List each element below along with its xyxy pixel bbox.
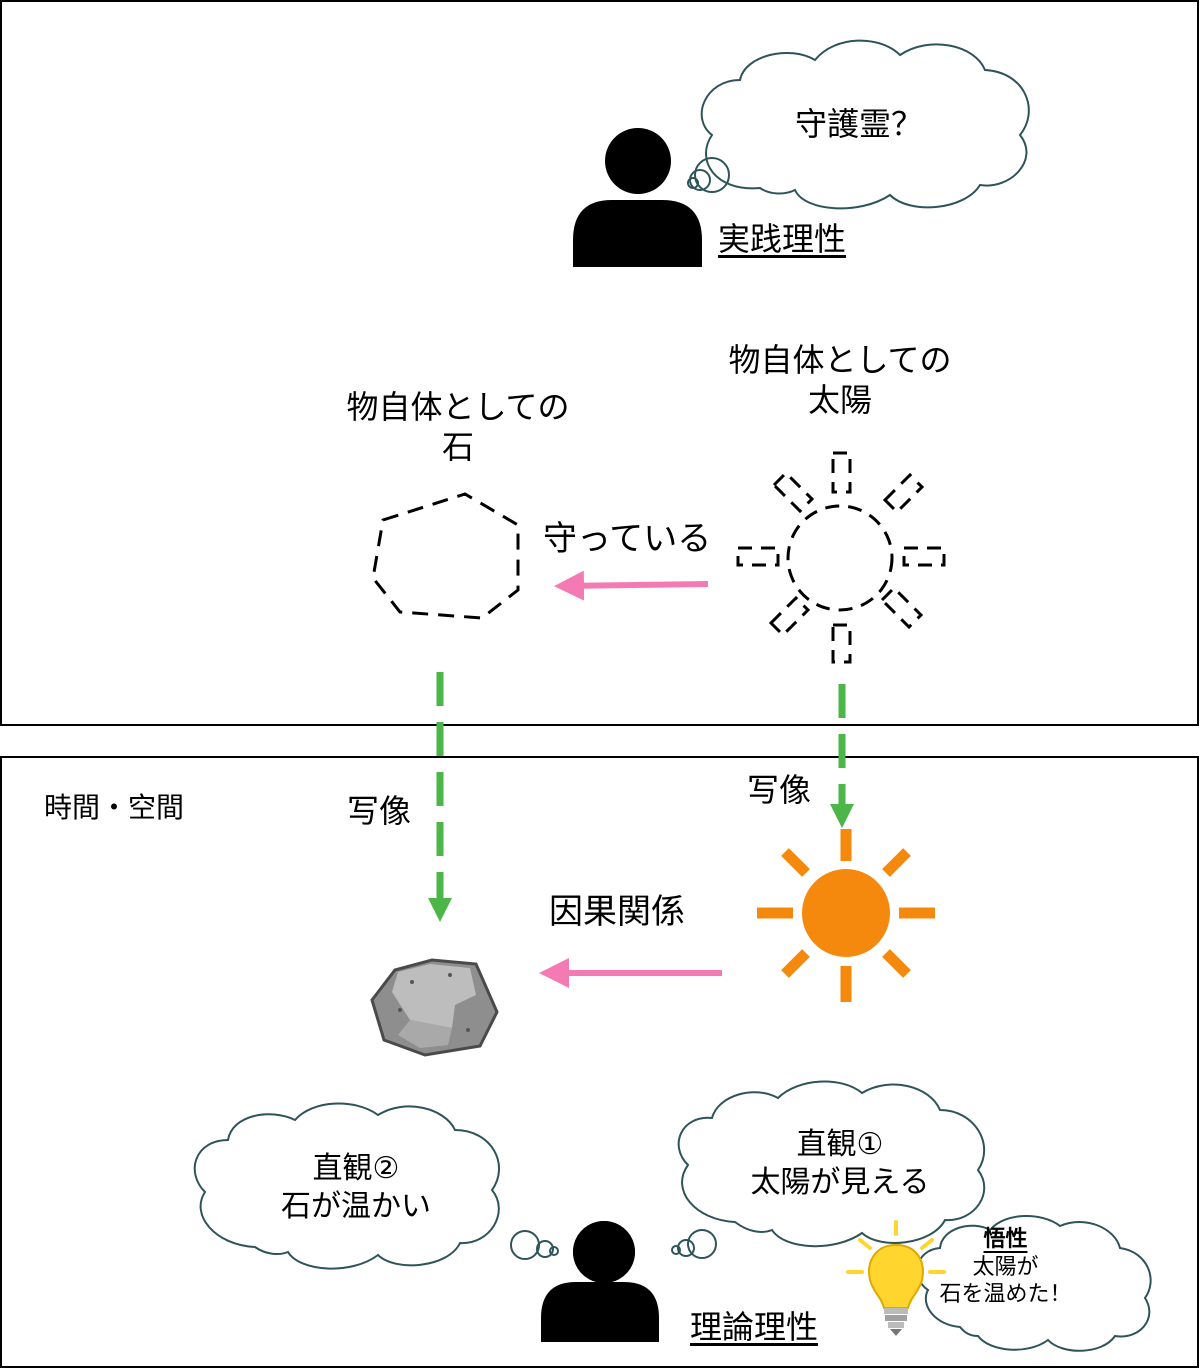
lightbulb-icon [846, 1220, 946, 1336]
intuition2-text: 直観② 石が温かい [226, 1150, 486, 1225]
mapping-arrow-left [428, 672, 452, 922]
sun-icon [757, 829, 935, 1002]
understanding-line2: 石を温めた！ [939, 1282, 1072, 1307]
sun-in-itself-line2: 太陽 [807, 381, 872, 419]
protecting-arrow [554, 570, 709, 601]
stone-in-itself-line2: 石 [441, 428, 474, 466]
thought-cloud-intuition1 [671, 1080, 986, 1259]
understanding-text: 悟性 太陽が 石を温めた！ [918, 1226, 1093, 1309]
intuition1-line2: 太陽が見える [750, 1164, 930, 1200]
thought-cloud-upper [687, 39, 1030, 210]
dashed-stone-outline [371, 492, 520, 620]
thought-text-guardian-spirit: 守護霊？ [795, 105, 924, 143]
understanding-title: 悟性 [983, 1227, 1028, 1252]
lower-panel-frame [0, 756, 1199, 1368]
thought-cloud-intuition2 [193, 1102, 559, 1270]
mapping-label-left: 写像 [347, 792, 412, 830]
stone-in-itself-label: 物自体としての 石 [318, 387, 598, 467]
protecting-label: 守っている [543, 519, 712, 559]
intuition1-line1: 直観① [796, 1127, 884, 1162]
intuition2-line2: 石が温かい [281, 1188, 431, 1224]
thought-cloud-understanding [916, 1215, 1152, 1352]
dashed-sun-icon [736, 451, 946, 664]
stone-icon [370, 958, 499, 1057]
stone-in-itself-line1: 物自体としての [346, 388, 570, 426]
upper-panel-frame [0, 0, 1199, 726]
causality-label: 因果関係 [549, 892, 685, 932]
theoretical-reason-label: 理論理性 [690, 1308, 819, 1346]
mapping-arrow-right [830, 684, 854, 828]
practical-reason-label: 実践理性 [718, 220, 847, 258]
intuition2-line1: 直観② [312, 1151, 400, 1186]
mapping-label-right: 写像 [747, 771, 812, 809]
understanding-line1: 太陽が [972, 1254, 1039, 1280]
sun-in-itself-line1: 物自体としての [728, 341, 952, 379]
intuition1-text: 直観① 太陽が見える [705, 1126, 975, 1201]
sun-in-itself-label: 物自体としての 太陽 [700, 340, 980, 420]
person-icon-practical [573, 128, 702, 267]
space-time-label: 時間・空間 [44, 791, 185, 824]
